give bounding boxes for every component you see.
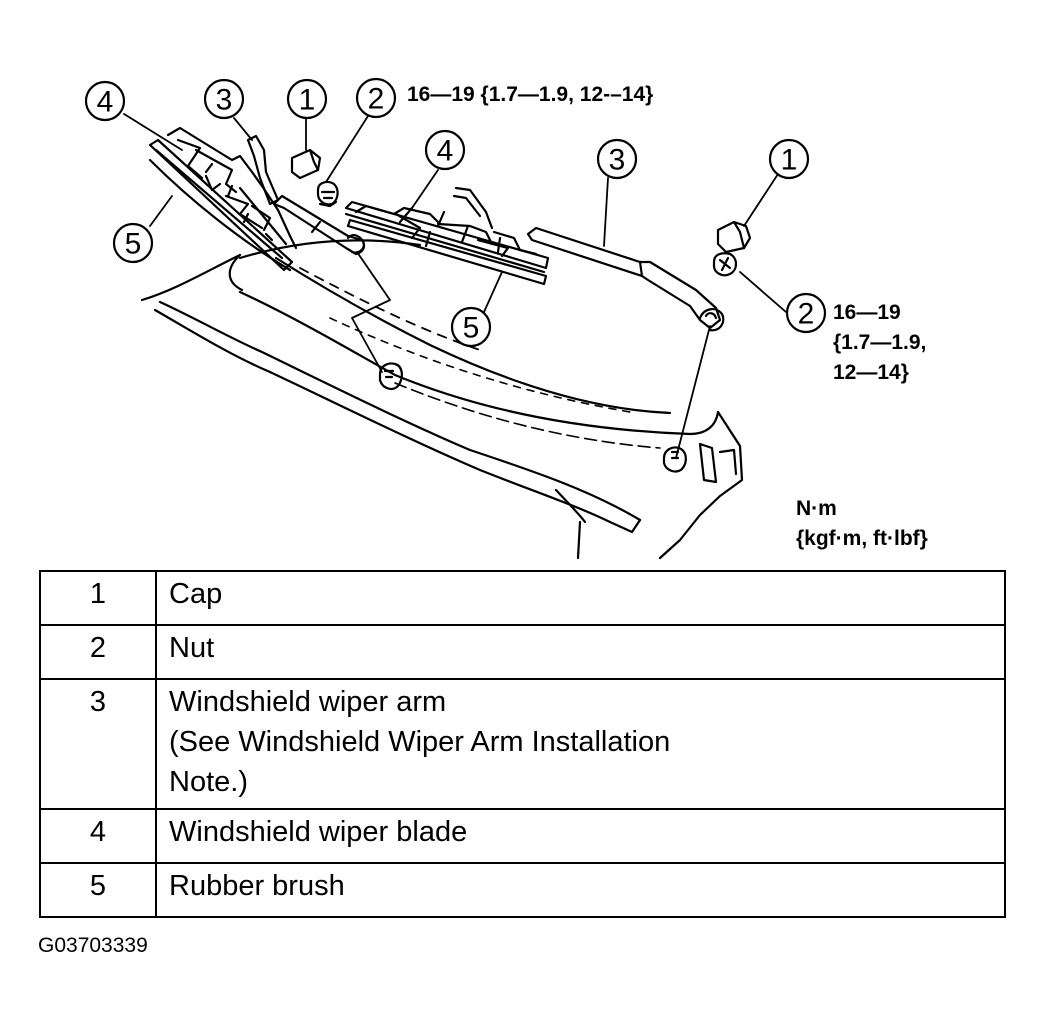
callout-right-brush: 5 [463,312,480,345]
right-nut-part [712,252,738,277]
callout-circle-left-blade [84,80,126,122]
leader-right-nut [739,271,787,313]
wiper-exploded-diagram: 4 3 1 2 5 4 3 1 2 5 [84,77,827,560]
torque-right-line: 12—14} [833,361,909,384]
right-wiper-blade [344,186,550,286]
callout-left-cap: 1 [299,84,316,117]
left-wiper-arm [246,134,366,256]
left-nut-part [316,180,339,208]
callout-left-blade: 4 [97,86,114,119]
callout-circle-right-blade [424,129,466,171]
callout-circle-right-nut [785,292,827,334]
left-pivot-post [351,251,403,390]
callout-circle-right-brush [450,306,492,348]
callout-circle-left-arm [203,78,245,120]
table-row: 4 Windshield wiper blade [39,808,1006,864]
description-line: Cap [169,578,223,610]
leader-right-brush [483,271,503,313]
torque-spec-right: 16—19 {1.7—1.9, 12—14} [833,298,926,388]
callout-left-brush: 5 [125,228,142,261]
callout-circle-left-cap [286,78,328,120]
callout-circle-left-nut [355,77,397,119]
part-description: Nut [155,624,1006,680]
leader-right-cap [743,173,779,227]
part-description: Windshield wiper arm (See Windshield Wip… [155,678,1006,810]
description-line: Windshield wiper blade [169,816,468,848]
figure-code: G03703339 [38,934,148,957]
leader-right-arm [603,177,609,247]
left-wiper-blade [148,126,298,272]
units-legend: N·m {kgf·m, ft·lbf} [796,494,928,554]
callout-right-blade: 4 [437,135,454,168]
leader-left-arm [233,117,253,141]
right-cap-part [716,220,752,254]
part-number: 3 [39,678,157,810]
description-line: (See Windshield Wiper Arm Installation [169,726,671,758]
description-line: Windshield wiper arm [169,686,447,718]
callout-circle-right-cap [768,138,810,180]
leader-left-brush [149,195,173,227]
callout-circle-right-arm [596,138,638,180]
part-number: 4 [39,808,157,864]
cowl-panel [140,239,744,560]
table-row: 3 Windshield wiper arm (See Windshield W… [39,678,1006,810]
part-description: Rubber brush [155,862,1006,918]
parts-table: 1 Cap 2 Nut 3 Windshield wiper arm (See … [39,570,1006,918]
callout-right-cap: 1 [781,144,798,177]
right-wiper-arm [526,226,725,332]
table-row: 2 Nut [39,624,1006,680]
table-row: 5 Rubber brush [39,862,1006,918]
part-number: 1 [39,570,157,626]
part-number: 2 [39,624,157,680]
description-line: Nut [169,632,215,664]
table-row: 1 Cap [39,570,1006,626]
torque-right-line: 16—19 [833,301,901,324]
callout-left-nut: 2 [368,83,385,116]
part-number: 5 [39,862,157,918]
part-description: Windshield wiper blade [155,808,1006,864]
torque-right-line: {1.7—1.9, [833,331,927,354]
units-secondary: {kgf·m, ft·lbf} [796,527,928,550]
callout-right-arm: 3 [609,144,626,177]
units-primary: N·m [796,497,837,520]
leader-left-nut [325,115,369,183]
callout-right-nut: 2 [798,298,815,331]
right-pivot-post [662,325,711,473]
left-cap-part [290,148,322,180]
callout-left-arm: 3 [216,84,233,117]
leader-right-blade [411,169,439,209]
description-line: Rubber brush [169,870,345,902]
description-line: Note.) [169,766,248,798]
callout-circle-left-brush [112,222,154,264]
part-description: Cap [155,570,1006,626]
torque-spec-top: 16—19 {1.7—1.9, 12-–14} [407,83,654,106]
leader-left-blade [123,113,183,151]
